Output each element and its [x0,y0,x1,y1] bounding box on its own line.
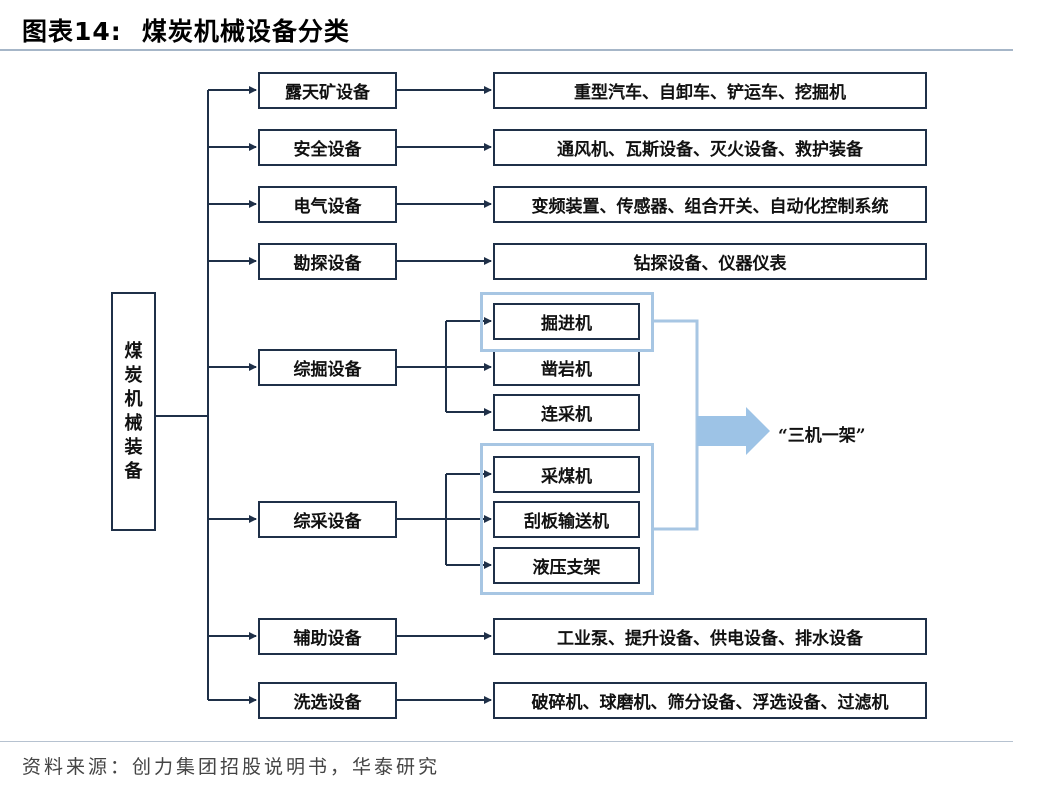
header-rule [0,49,1013,51]
three-machines-bracket [654,319,699,531]
child-shearer-box: 采煤机 [493,456,640,493]
child-continuous-miner-box: 连采机 [493,394,640,431]
detail-safety-box: 通风机、瓦斯设备、灭火设备、救护装备 [493,129,927,166]
category-open-pit-box: 露天矿设备 [258,72,397,109]
category-mining-box: 综采设备 [258,501,397,538]
root-char: 械 [124,412,143,434]
root-char: 备 [124,460,143,482]
source-note: 资料来源：创力集团招股说明书，华泰研究 [22,756,441,778]
category-safety-box: 安全设备 [258,129,397,166]
detail-open-pit-box: 重型汽车、自卸车、铲运车、挖掘机 [493,72,927,109]
detail-electrical-box: 变频装置、传感器、组合开关、自动化控制系统 [493,186,927,223]
detail-auxiliary-box: 工业泵、提升设备、供电设备、排水设备 [493,618,927,655]
root-char: 煤 [124,340,143,362]
footer-rule [0,741,1013,742]
page-title: 图表14: 煤炭机械设备分类 [22,12,350,48]
child-roadheader-box: 掘进机 [493,303,640,340]
figure-number: 14: [74,17,122,46]
category-auxiliary-box: 辅助设备 [258,618,397,655]
root-char: 装 [124,436,143,458]
child-hydraulic-support-box: 液压支架 [493,547,640,584]
detail-washing-box: 破碎机、球磨机、筛分设备、浮选设备、过滤机 [493,682,927,719]
highlight-frame-roadheader [480,292,654,352]
three-machines-label: “三机一架” [778,426,866,446]
category-washing-box: 洗选设备 [258,682,397,719]
detail-exploration-box: 钻探设备、仪器仪表 [493,243,927,280]
root-box: 煤 炭 机 械 装 备 [111,292,156,531]
root-char: 炭 [124,364,143,386]
category-exploration-box: 勘探设备 [258,243,397,280]
child-rock-drill-box: 凿岩机 [493,349,640,386]
child-scraper-conveyor-box: 刮板输送机 [493,501,640,538]
category-roadheading-box: 综掘设备 [258,349,397,386]
category-electrical-box: 电气设备 [258,186,397,223]
figure-title: 煤炭机械设备分类 [141,17,350,46]
highlight-frame-mining-set [480,443,654,595]
figure-label: 图表 [22,17,75,46]
root-char: 机 [124,388,143,410]
three-machines-arrow [697,407,770,455]
